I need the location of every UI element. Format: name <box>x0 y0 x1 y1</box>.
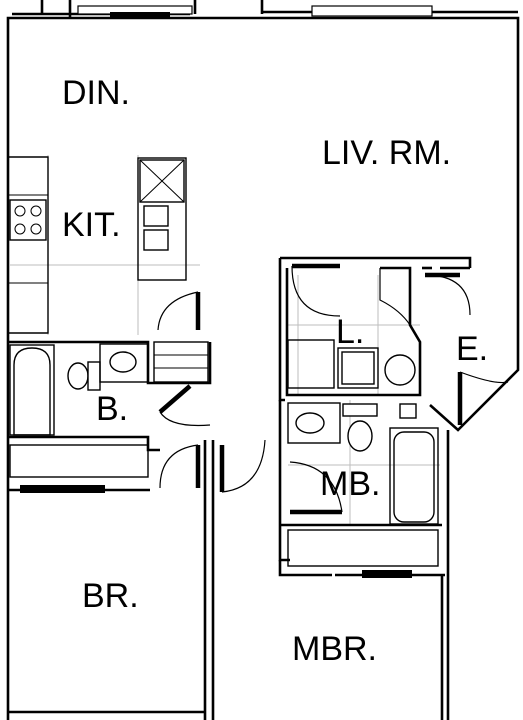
bathtub-icon <box>13 347 51 436</box>
core-walls <box>278 256 472 402</box>
bedroom-walls <box>8 439 266 720</box>
entry-door <box>457 371 509 425</box>
room-label-master-bath: MB. <box>320 465 380 503</box>
room-label-kitchen: KIT. <box>62 206 121 244</box>
closet-box <box>153 341 209 383</box>
bath-door <box>157 291 211 427</box>
master-bath <box>278 400 442 562</box>
room-label-bedroom: BR. <box>82 577 139 615</box>
master-bedroom <box>278 430 450 720</box>
sink-icon <box>143 205 169 251</box>
kitchen-counters <box>8 156 49 334</box>
windows-top <box>77 5 433 19</box>
room-label-living: LIV. RM. <box>322 134 451 172</box>
vanity-sink-icon <box>99 343 149 383</box>
refrigerator-icon <box>137 157 187 281</box>
toilet-icon <box>67 361 101 391</box>
cooktop-icon <box>9 199 47 241</box>
room-label-master-bedroom: MBR. <box>292 630 377 668</box>
room-label-dining: DIN. <box>62 74 130 112</box>
room-label-laundry: L. <box>336 313 364 351</box>
room-label-entry: E. <box>456 330 488 368</box>
room-label-bath: B. <box>96 390 128 428</box>
